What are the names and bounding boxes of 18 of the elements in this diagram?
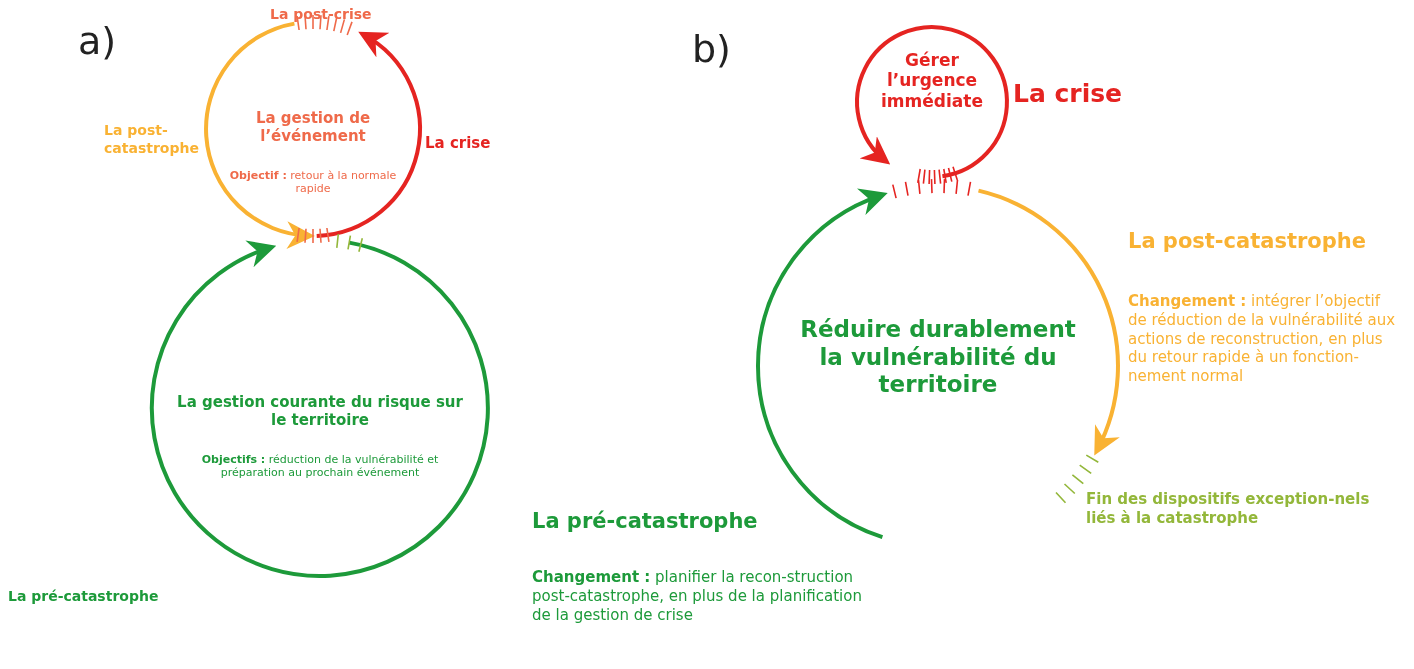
cycle-title: Gérer l’urgence immédiate — [880, 50, 984, 112]
phase-label: La pré-catastrophe — [532, 508, 758, 535]
phase-label: La post-catastrophe — [1128, 228, 1366, 255]
cycle-title: La gestion de l’événement — [254, 109, 372, 145]
cycle-title: Réduire durablement la vulnérabilité du territoire — [799, 316, 1077, 399]
panel-letter: a) — [78, 18, 117, 65]
phase-label: La pré-catastrophe — [8, 588, 159, 606]
milestone-label: Fin des dispositifs exception-nels liés à la catastrophe — [1086, 490, 1371, 528]
change-text: Changement : planifier la recon-struction post-catastrophe, en plus de la planification de la gestion de crise — [532, 568, 863, 625]
change-text: Changement : intégrer l’objectif de réduction de la vulnérabilité aux actions de reconstruction, en plus du retour rapide à un fonction-nement normal — [1128, 292, 1396, 386]
objective-text: Objectifs : réduction de la vulnérabilité et préparation au prochain événement — [200, 453, 440, 480]
objective-text: Objectif : retour à la normale rapide — [228, 169, 398, 196]
cycle-title: La gestion courante du risque sur le territoire — [176, 393, 464, 429]
phase-label: La post-catastrophe — [104, 122, 200, 157]
phase-label: La crise — [1013, 78, 1123, 110]
phase-label: La post-crise — [270, 6, 372, 24]
panel-letter: b) — [692, 26, 731, 73]
phase-label: La crise — [425, 134, 491, 153]
